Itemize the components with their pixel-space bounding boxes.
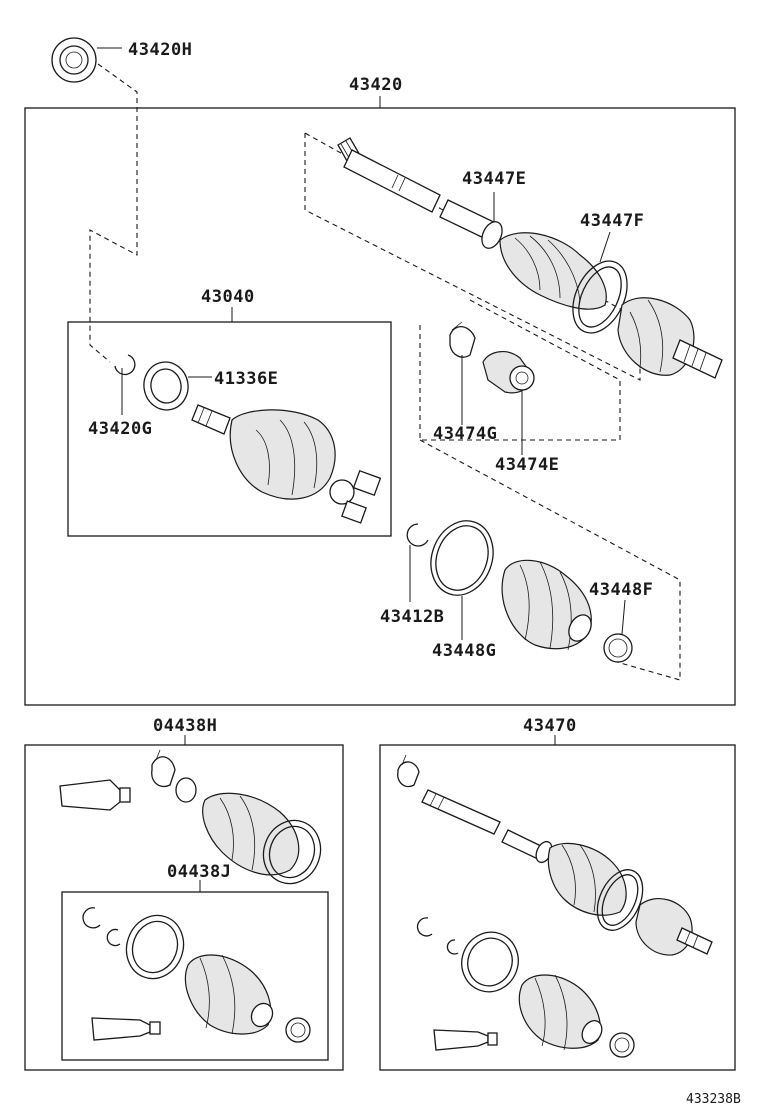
label-43447E: 43447E	[462, 169, 526, 189]
diagram-id-label: 433238B	[686, 1092, 741, 1107]
label-04438J: 04438J	[167, 862, 231, 882]
inner-boot-kit-parts	[82, 907, 311, 1043]
shaft-assembly-frame	[379, 744, 736, 1071]
label-43474G: 43474G	[433, 424, 497, 444]
inner-cv-joint	[114, 354, 382, 524]
label-43040: 43040	[201, 287, 255, 307]
label-43412B: 43412B	[380, 607, 444, 627]
label-43474E: 43474E	[495, 455, 559, 475]
outer-drive-shaft	[337, 137, 723, 379]
inner-joint-frame	[67, 321, 392, 537]
boot-kit-parts	[59, 735, 322, 892]
small-clamp-and-damper	[449, 321, 535, 455]
seal-43420H	[51, 37, 122, 83]
label-04438H: 04438H	[153, 716, 217, 736]
inner-boot-group	[406, 520, 633, 663]
label-43448G: 43448G	[432, 641, 496, 661]
inner-boot-kit-frame	[61, 891, 329, 1061]
leader-43447F	[599, 231, 611, 263]
label-43447F: 43447F	[580, 211, 644, 231]
boot-kit-frame	[24, 744, 344, 1071]
label-43420: 43420	[349, 75, 403, 95]
label-43470: 43470	[523, 716, 577, 736]
label-41336E: 41336E	[214, 369, 278, 389]
label-43448F: 43448F	[589, 580, 653, 600]
shaft-assembly-parts	[397, 735, 713, 1058]
label-43420G: 43420G	[88, 419, 152, 439]
label-43420H: 43420H	[128, 40, 192, 60]
